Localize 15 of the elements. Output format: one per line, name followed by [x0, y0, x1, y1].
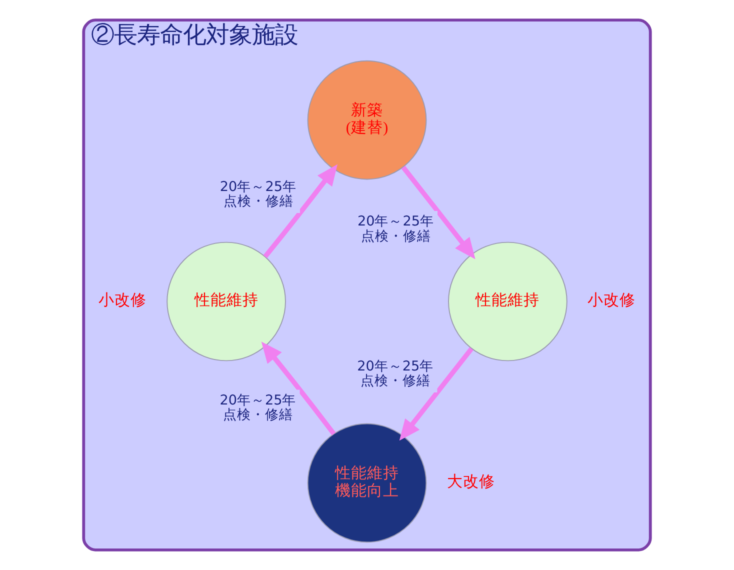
node-circle: 性能維持: [448, 242, 568, 362]
node-circle: 新築 (建替): [307, 60, 427, 180]
arrow: [401, 166, 476, 260]
node-circle: 性能維持: [166, 242, 286, 362]
node-label: 大改修: [446, 472, 495, 491]
node-label: 小改修: [98, 291, 146, 310]
arrow: [399, 347, 474, 441]
arrow: [263, 164, 338, 258]
arrow: [261, 342, 336, 436]
edge-label: 20年～25年点検・修繕: [357, 214, 434, 244]
edge-label: 20年～25年点検・修繕: [220, 392, 296, 424]
edge-label: 20年～25年点検・修繕: [220, 178, 296, 210]
node-label: 小改修: [588, 291, 636, 310]
node-circle: 性能維持 機能向上: [307, 423, 427, 543]
edge-label: 20年～25年点検・修繕: [357, 358, 434, 389]
